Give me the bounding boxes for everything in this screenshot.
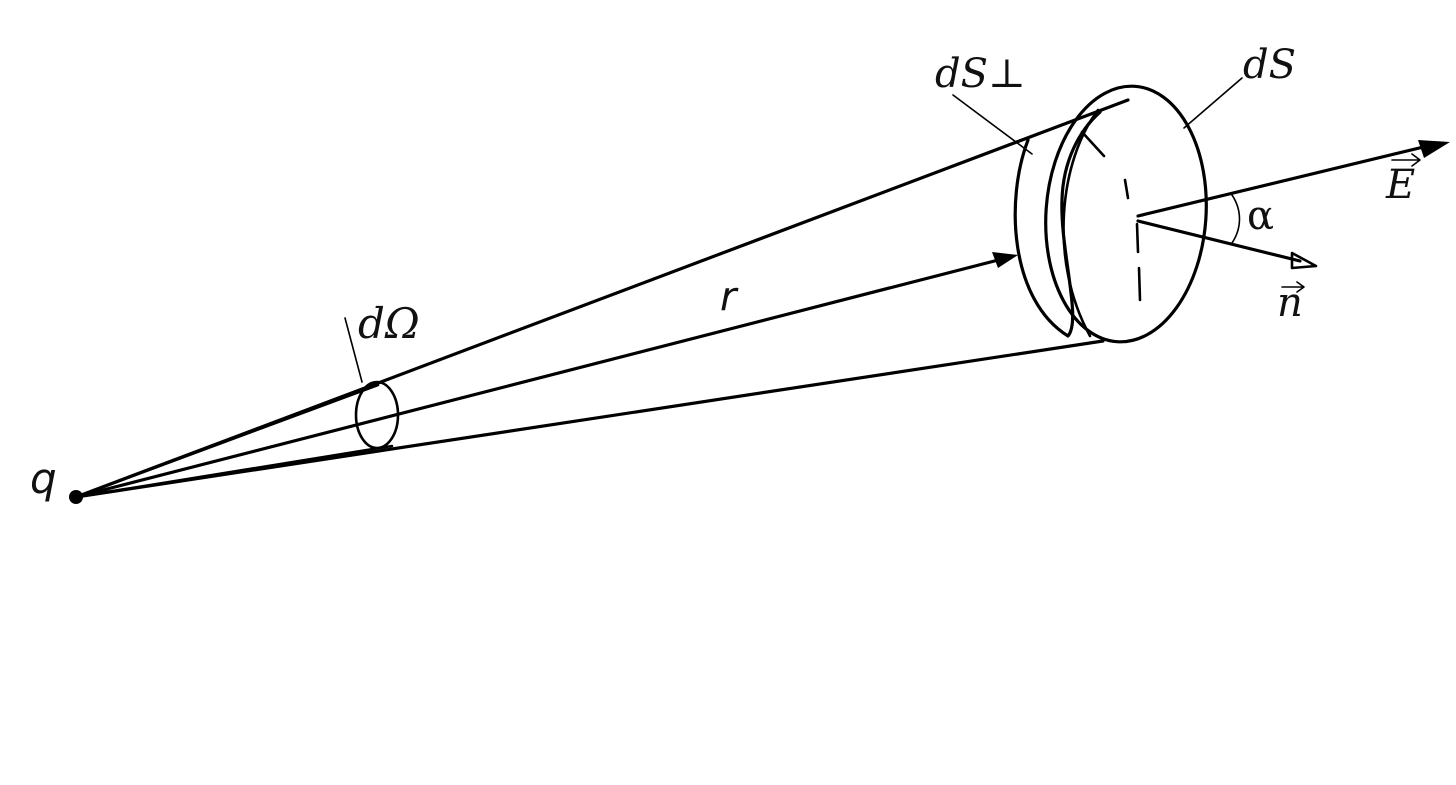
normal-label-arrow <box>1281 281 1305 293</box>
angle-arc <box>1231 194 1241 244</box>
radius-arrowhead <box>992 252 1018 268</box>
charge-label: q <box>30 454 57 503</box>
field-vector <box>1136 141 1442 218</box>
angle-label: α <box>1247 193 1274 239</box>
area-perp-leader <box>952 94 1033 155</box>
radius-label: r <box>720 274 739 320</box>
surface-ellipse-inner-arc <box>1062 108 1100 338</box>
solid-angle-leader <box>344 317 363 383</box>
normal-arrowhead <box>1290 251 1318 270</box>
area-perp-label: dS⊥ <box>935 51 1026 97</box>
area-leader <box>1183 77 1243 129</box>
solid-angle-ellipse <box>354 380 400 450</box>
field-label-arrow <box>1391 153 1421 167</box>
cone-inner-line-upper <box>74 383 380 499</box>
perp-tick <box>1080 130 1106 158</box>
field-arrowhead <box>1418 140 1450 158</box>
center-dashed-line <box>1123 178 1142 302</box>
cone-inner-line-lower <box>74 444 394 499</box>
area-label: dS <box>1243 42 1296 88</box>
surface-ellipse <box>1044 84 1208 344</box>
radius-vector <box>74 255 1012 499</box>
field-label: E <box>1385 162 1415 208</box>
solid-angle-label: dΩ <box>358 299 420 348</box>
cone-lower-edge <box>74 339 1105 499</box>
normal-vector <box>1136 219 1302 263</box>
perp-section-ellipse <box>1013 110 1102 338</box>
